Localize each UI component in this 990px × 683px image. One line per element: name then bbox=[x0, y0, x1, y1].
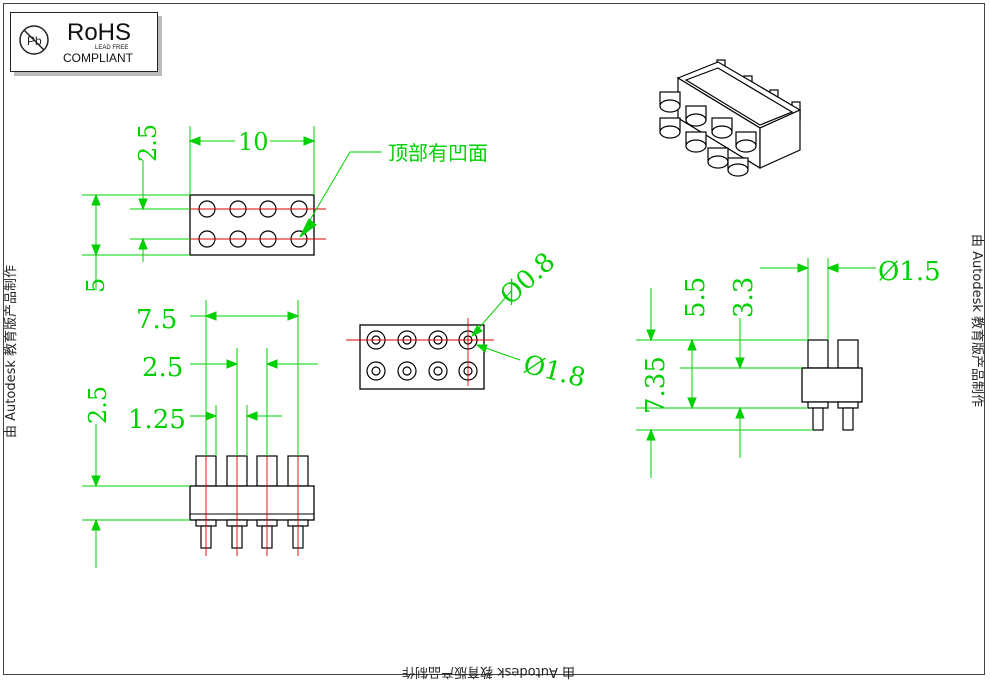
dim-side-a: 5.5 bbox=[681, 277, 711, 318]
dim-front-span: 7.5 bbox=[136, 305, 177, 335]
dim-top-pitch: 2.5 bbox=[134, 124, 162, 162]
drawing-frame bbox=[3, 3, 985, 675]
front-view: 7.5 2.5 1.25 2.5 bbox=[82, 300, 318, 568]
dim-hole-outer: Ø1.8 bbox=[520, 350, 588, 394]
front-view-upper-pins bbox=[195, 455, 309, 487]
compliant-label: COMPLIANT bbox=[63, 51, 134, 65]
note-concave-top: 顶部有凹面 bbox=[388, 141, 488, 165]
front-view-lower-pins bbox=[195, 519, 309, 549]
top-view-centerlines bbox=[178, 208, 326, 240]
svg-text:Pb: Pb bbox=[27, 34, 42, 48]
side-view: Ø1.5 7.35 5.5 3.3 bbox=[636, 257, 941, 478]
side-view-upper-pins bbox=[807, 339, 859, 369]
side-view-dimension-lines bbox=[636, 258, 876, 478]
dim-front-vertical: 2.5 bbox=[84, 386, 112, 424]
lead-free-icon: Pb bbox=[19, 25, 49, 55]
front-view-body bbox=[189, 485, 315, 521]
side-view-lower-pins bbox=[807, 401, 859, 431]
dim-side-total: 7.35 bbox=[641, 356, 671, 414]
bottom-view: Ø0.8 Ø1.8 bbox=[346, 247, 588, 394]
dim-top-height: 5 bbox=[82, 278, 110, 293]
side-view-body bbox=[801, 367, 863, 403]
rohs-title: RoHS bbox=[67, 19, 132, 46]
bottom-view-centerlines bbox=[346, 318, 494, 386]
dim-front-pitch: 2.5 bbox=[142, 353, 183, 383]
dim-front-half: 1.25 bbox=[128, 405, 186, 435]
top-view-dimension-lines bbox=[82, 126, 382, 290]
lead-free-label: LEAD FREE bbox=[95, 45, 129, 51]
top-view: 10 2.5 5 顶部有凹面 bbox=[82, 124, 488, 293]
iso-body-side bbox=[759, 109, 801, 169]
front-view-centerlines bbox=[205, 450, 299, 556]
dim-top-width: 10 bbox=[238, 128, 269, 156]
bottom-view-dimension-lines bbox=[470, 289, 521, 361]
dim-side-pin-diameter: Ø1.5 bbox=[878, 257, 941, 287]
rohs-logo: Pb RoHS LEAD FREE COMPLIANT bbox=[10, 12, 158, 72]
iso-front-pins bbox=[659, 91, 757, 177]
isometric-view bbox=[659, 59, 802, 177]
front-view-dimension-lines bbox=[82, 300, 318, 568]
dim-hole-inner: Ø0.8 bbox=[495, 247, 562, 311]
dim-side-b: 3.3 bbox=[729, 277, 759, 318]
